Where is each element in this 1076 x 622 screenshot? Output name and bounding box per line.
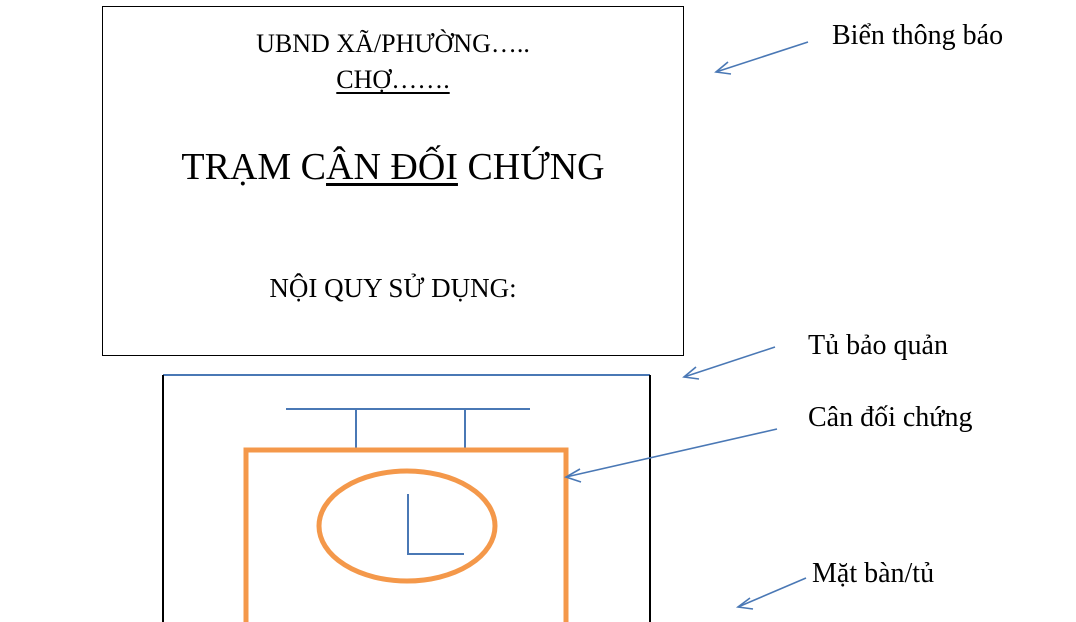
arrow-scale — [565, 428, 778, 478]
dial-needle — [407, 494, 464, 555]
label-reference-scale: Cân đối chứng — [808, 402, 973, 433]
board-title: TRẠM CÂN ĐỐI CHỨNG — [103, 145, 683, 189]
board-title-underlined: ÂN ĐỐI — [326, 146, 458, 188]
arrow-cabinet-head — [682, 366, 700, 380]
market-label: CHỢ……. — [336, 65, 450, 94]
arrow-cabinet — [683, 346, 776, 378]
board-title-part1: TRẠM C — [181, 146, 327, 188]
arrow-table-head — [735, 597, 754, 610]
arrow-table — [737, 577, 807, 608]
scale-body — [243, 447, 569, 622]
board-line-commune: UBND XÃ/PHƯỜNG….. — [256, 29, 530, 58]
board-title-part2: CHỨNG — [457, 146, 605, 188]
arrow-board-head — [714, 61, 732, 75]
board-line-market: CHỢ……. — [103, 65, 683, 95]
scale-dial — [316, 468, 498, 584]
arrow-scale-head — [564, 468, 582, 483]
arrow-board — [715, 41, 809, 73]
notice-board: UBND XÃ/PHƯỜNG….. CHỢ……. TRẠM CÂN ĐỐI CH… — [102, 6, 684, 356]
label-table-surface: Mặt bàn/tủ — [812, 558, 935, 589]
label-storage-cabinet: Tủ bảo quản — [808, 330, 948, 361]
label-notice-board: Biển thông báo — [832, 20, 1004, 51]
board-rules-heading: NỘI QUY SỬ DỤNG: — [269, 273, 517, 303]
